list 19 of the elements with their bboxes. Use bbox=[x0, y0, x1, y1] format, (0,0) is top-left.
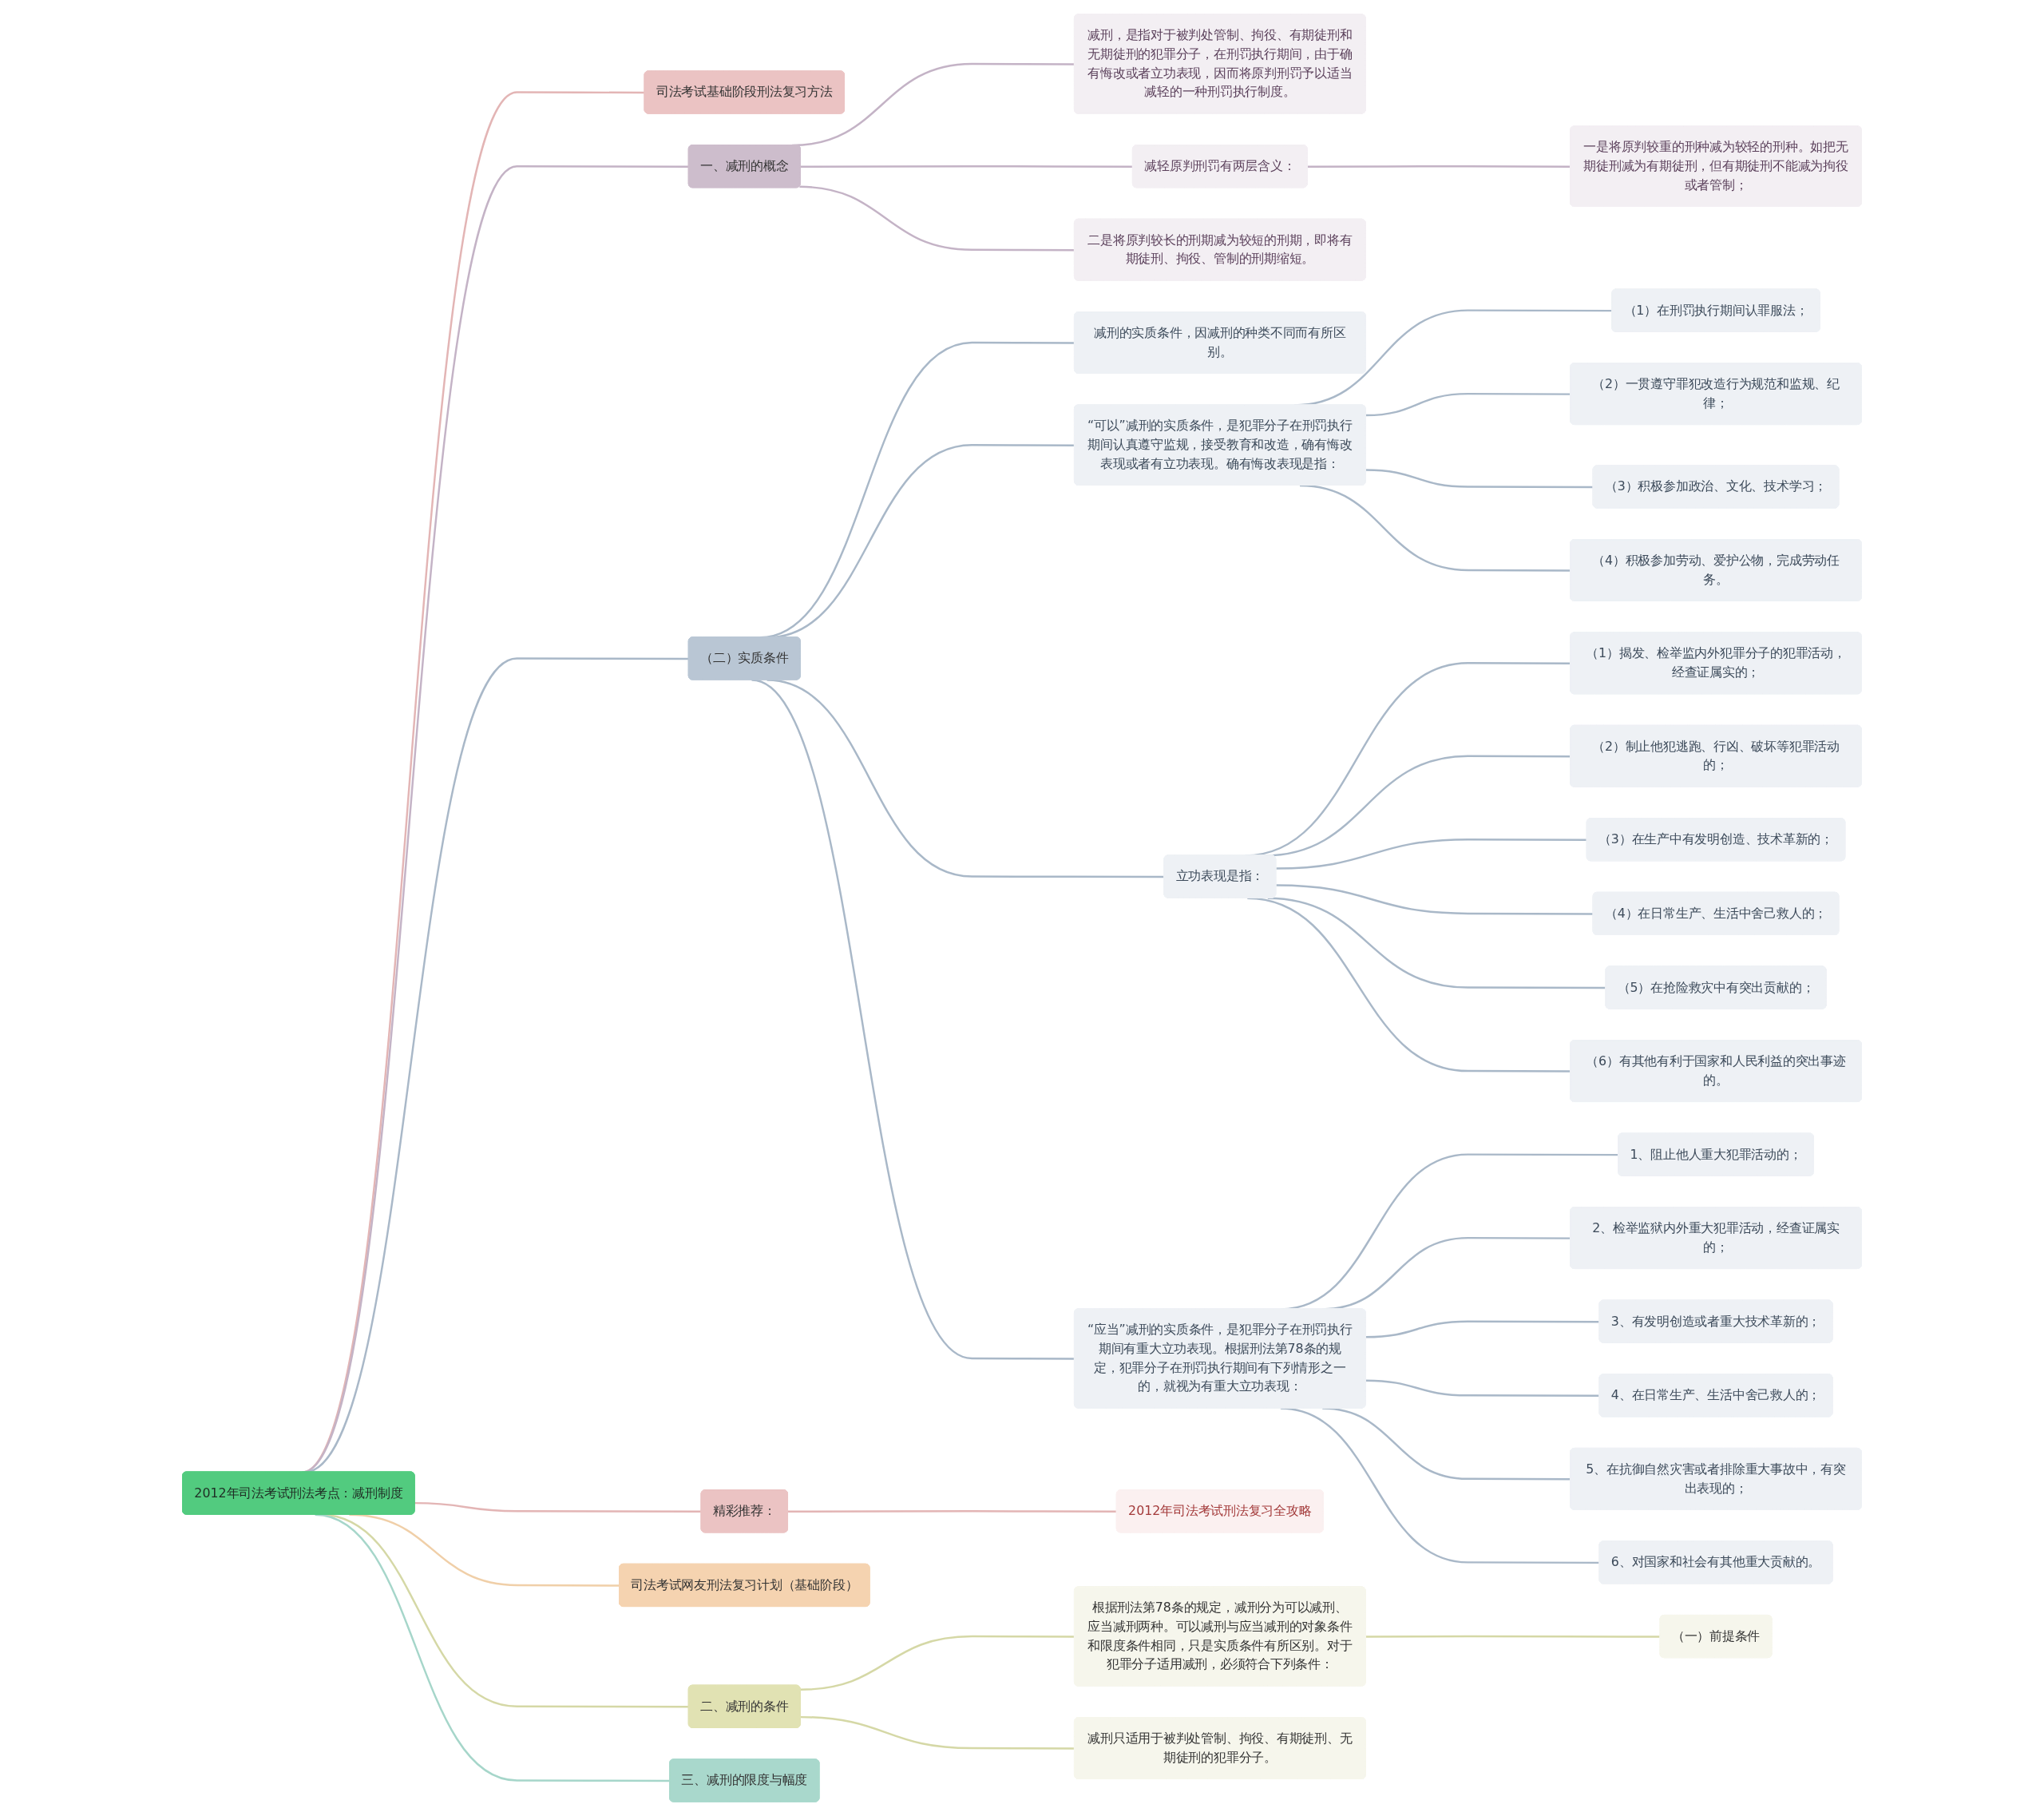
connector bbox=[349, 1513, 620, 1587]
connector bbox=[1276, 884, 1594, 915]
connector bbox=[1365, 1320, 1600, 1338]
connector bbox=[1267, 897, 1606, 989]
connector bbox=[799, 185, 1075, 252]
connector bbox=[1247, 897, 1571, 1073]
connector bbox=[1307, 165, 1571, 168]
connector bbox=[800, 1635, 1075, 1691]
connector bbox=[800, 165, 1133, 168]
connector bbox=[1365, 1635, 1661, 1638]
connector bbox=[788, 1510, 1117, 1513]
connector bbox=[315, 1513, 671, 1782]
connector bbox=[1365, 469, 1594, 489]
connector bbox=[1365, 1379, 1600, 1398]
connector bbox=[1276, 839, 1587, 870]
connector bbox=[1299, 484, 1571, 572]
connector bbox=[414, 1501, 702, 1513]
connector bbox=[1365, 392, 1571, 417]
connector bbox=[800, 1715, 1075, 1750]
